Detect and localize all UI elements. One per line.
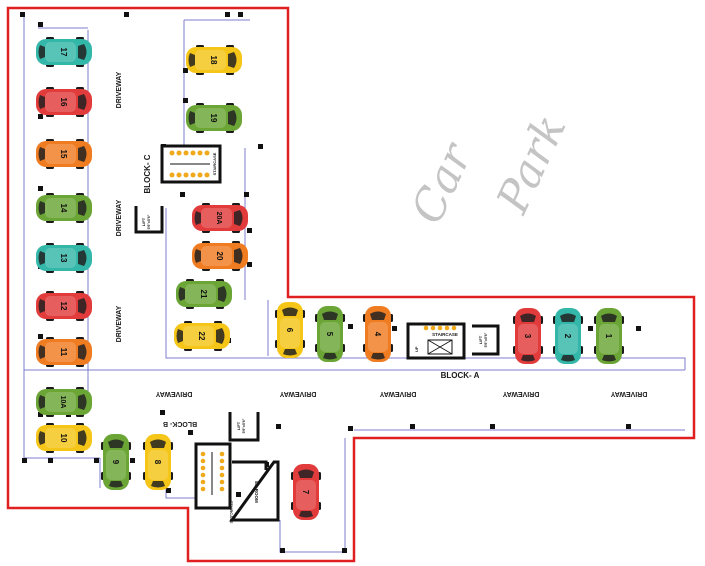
slot-number: 10A (59, 396, 66, 409)
parking-slot-13: 13 (36, 243, 92, 273)
lift-label-a: LIFT (478, 335, 483, 344)
slot-number: 13 (59, 254, 68, 263)
parking-slot-4: 4 (363, 306, 393, 362)
staircase-steps-c (169, 150, 210, 178)
staircase-label-a: STAIRCASE (432, 332, 458, 337)
parking-slot-6: 6 (275, 302, 305, 358)
slot-number: 11 (59, 348, 68, 357)
slot-number: 3 (523, 334, 532, 339)
parking-slot-15: 15 (36, 139, 92, 169)
slot-number: 1 (604, 334, 613, 339)
parking-slot-10a: 10A (36, 387, 92, 417)
driveway-label-3: DRIVEWAY (116, 305, 123, 342)
driveway-label-8: DRIVEWAY (610, 390, 647, 397)
parking-slot-5: 5 (315, 306, 345, 362)
parking-slot-18: 18 (186, 45, 242, 75)
lift-size-c: 5'6"x5'6" (147, 214, 151, 229)
parking-slot-3: 3 (513, 308, 543, 364)
parking-slot-9: 9 (101, 434, 131, 490)
parking-slot-19: 19 (186, 103, 242, 133)
park-title: Park (487, 107, 577, 222)
parking-slot-8: 8 (143, 434, 173, 490)
slot-number: 20 (215, 252, 224, 261)
parking-slot-21: 21 (176, 279, 232, 309)
slot-number: 19 (209, 114, 218, 123)
slot-number: 22 (197, 332, 206, 341)
staircase-label-c: STAIRCASE (212, 152, 217, 175)
block-b-label: BLOCK- B (163, 420, 197, 427)
slot-number: 4 (373, 332, 382, 337)
slot-number: 6 (285, 328, 294, 333)
driveway-label-5: DRIVEWAY (279, 390, 316, 397)
slot-number: 9 (111, 460, 120, 465)
slot-number: 16 (59, 98, 68, 107)
driveway-label-1: DRIVEWAY (116, 71, 123, 108)
parking-slot-22: 22 (174, 321, 230, 351)
eb-room-label: EB ROOM (254, 481, 259, 503)
car-title: Car (402, 134, 484, 232)
slot-number: 7 (301, 490, 310, 495)
block-a-label: BLOCK- A (441, 371, 480, 380)
driveway-label-4: DRIVEWAY (155, 390, 192, 397)
slot-number: 8 (153, 460, 162, 465)
parking-slot-12: 12 (36, 291, 92, 321)
parking-slot-16: 16 (36, 87, 92, 117)
slot-number: 18 (209, 56, 218, 65)
driveway-labels: DRIVEWAY DRIVEWAY DRIVEWAY DRIVEWAY DRIV… (116, 71, 647, 397)
block-a-core: STAIRCASE UP LIFT 5'6"x5'6" (406, 322, 500, 360)
slot-number: 12 (59, 302, 68, 311)
parking-slot-10: 10 (36, 423, 92, 453)
parking-slot-7: 7 (291, 464, 321, 520)
slot-number: 17 (59, 48, 68, 57)
lift-size-b: 5'6"x5'6" (242, 418, 246, 433)
parking-slot-14: 14 (36, 193, 92, 223)
driveway-label-2: DRIVEWAY (116, 199, 123, 236)
slot-number: 5 (325, 332, 334, 337)
driveway-label-7: DRIVEWAY (502, 390, 539, 397)
slot-number: 15 (59, 150, 68, 159)
slot-number: 20A (215, 212, 222, 225)
lift-label-b: LIFT (236, 421, 241, 430)
parking-slot-20a: 20A (192, 203, 248, 233)
slot-number: 14 (59, 204, 68, 213)
slot-number: 21 (199, 290, 208, 299)
lift-label-c: LIFT (141, 217, 146, 226)
staircase-label-b: STAIRCASE (229, 501, 234, 524)
block-b-core: LIFT 5'6"x5'6" STAIRCASE EB ROOM BLOCK- … (163, 412, 280, 524)
slot-number: 10 (59, 434, 68, 443)
parking-slot-2: 2 (553, 308, 583, 364)
lift-size-a: 5'6"x5'6" (484, 332, 488, 347)
slot-number: 2 (563, 334, 572, 339)
driveway-label-6: DRIVEWAY (379, 390, 416, 397)
up-label-a: UP (414, 346, 419, 352)
block-c-label: BLOCK- C (143, 154, 152, 193)
building-outline (6, 6, 696, 563)
parking-slot-11: 11 (36, 337, 92, 367)
parking-slot-17: 17 (36, 37, 92, 67)
parking-slot-20: 20 (192, 241, 248, 271)
block-c-core: STAIRCASE LIFT 5'6"x5'6" BLOCK- C (134, 144, 222, 234)
parking-slot-1: 1 (594, 308, 624, 364)
